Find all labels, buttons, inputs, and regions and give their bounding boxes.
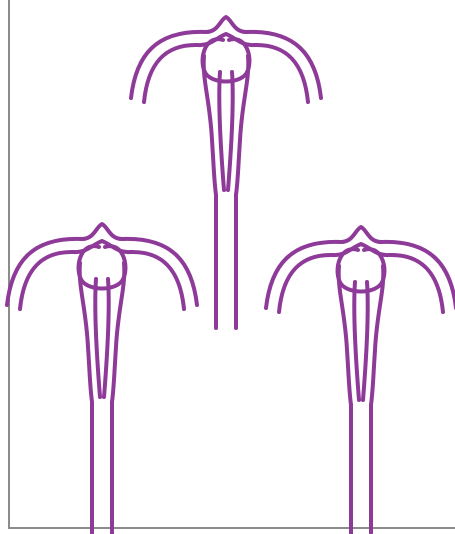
uterus-icon-top <box>131 17 321 328</box>
uterus-icon-right <box>266 227 455 534</box>
uterus-icon-left <box>7 224 197 534</box>
